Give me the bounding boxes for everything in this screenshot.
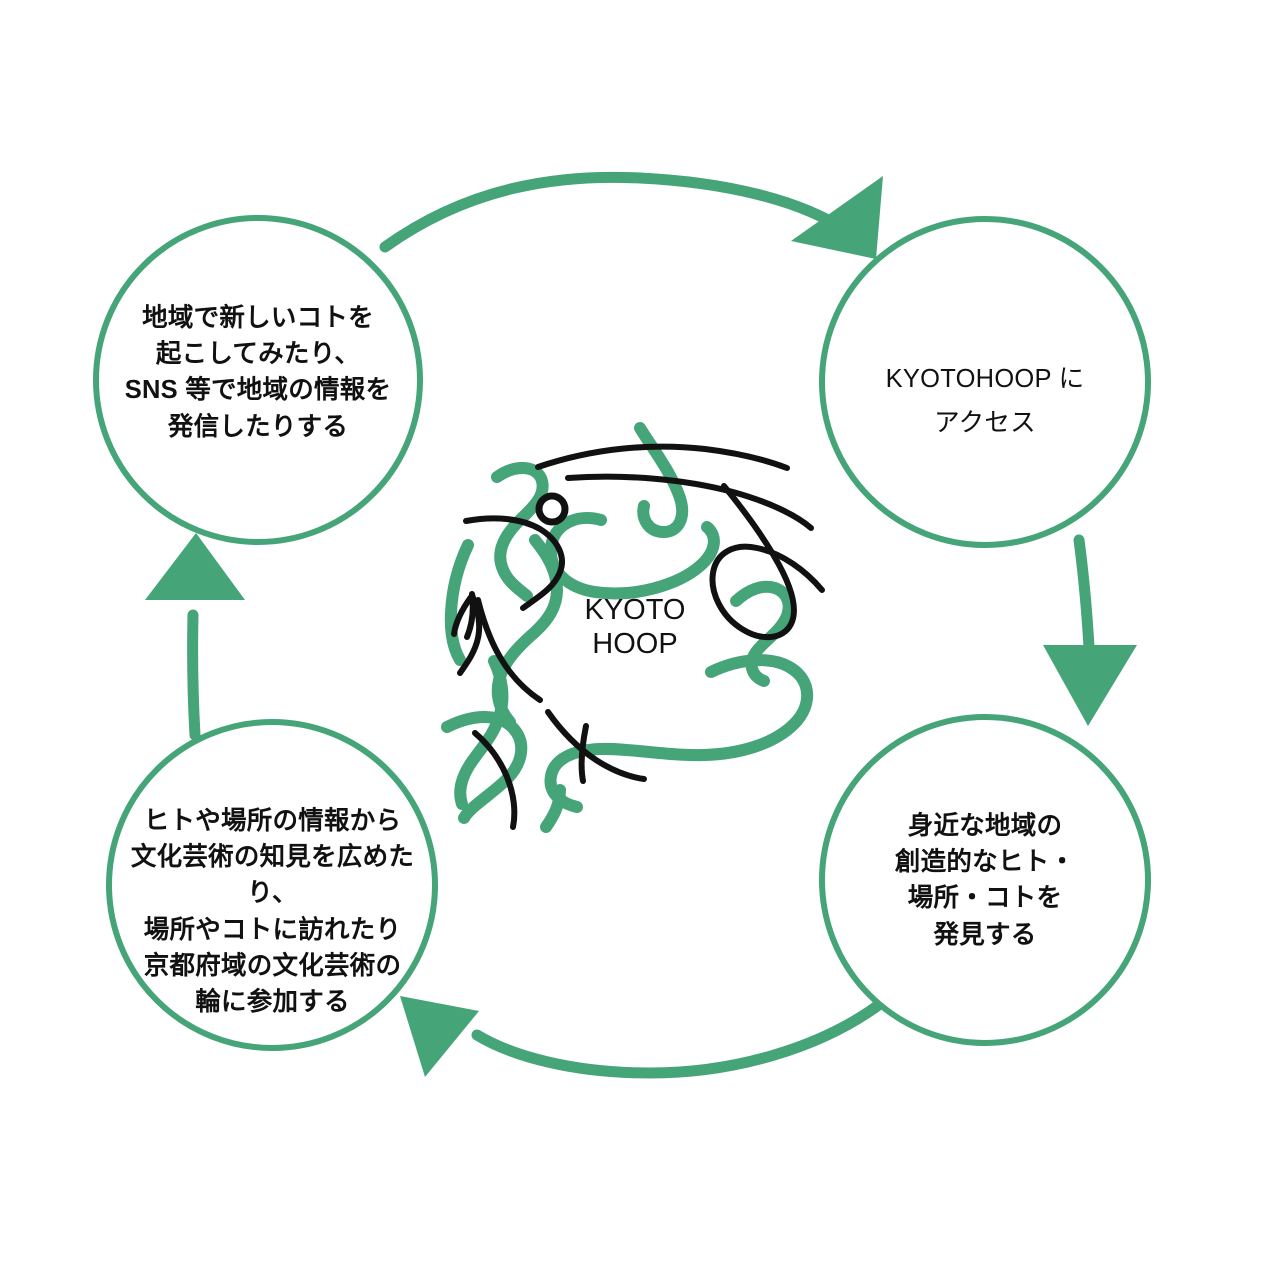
arrow-bottom	[400, 995, 890, 1079]
arrow-bottom-shaft	[471, 995, 890, 1079]
node-circle-top-left[interactable]	[93, 215, 423, 545]
arrow-left-shaft	[187, 609, 201, 741]
arrow-top-shaft	[379, 171, 854, 253]
arrow-right-head-icon	[1043, 645, 1137, 726]
node-circle-top-right[interactable]	[819, 216, 1151, 548]
kyotohoop-logo-artwork	[441, 422, 825, 833]
logo-black-strokes	[451, 443, 825, 830]
node-circle-bottom-left[interactable]	[106, 719, 438, 1051]
arrow-top-head-icon	[791, 176, 883, 259]
logo-green-strokes	[441, 422, 814, 833]
arrow-bottom-head-icon	[400, 996, 479, 1077]
node-circle-bottom-right[interactable]	[819, 714, 1151, 1046]
arrow-right	[1043, 534, 1137, 726]
arrow-top	[379, 171, 883, 259]
arrow-left-head-icon	[145, 533, 245, 600]
logo-circle-accent-icon	[535, 492, 569, 526]
arrow-left	[145, 533, 245, 741]
